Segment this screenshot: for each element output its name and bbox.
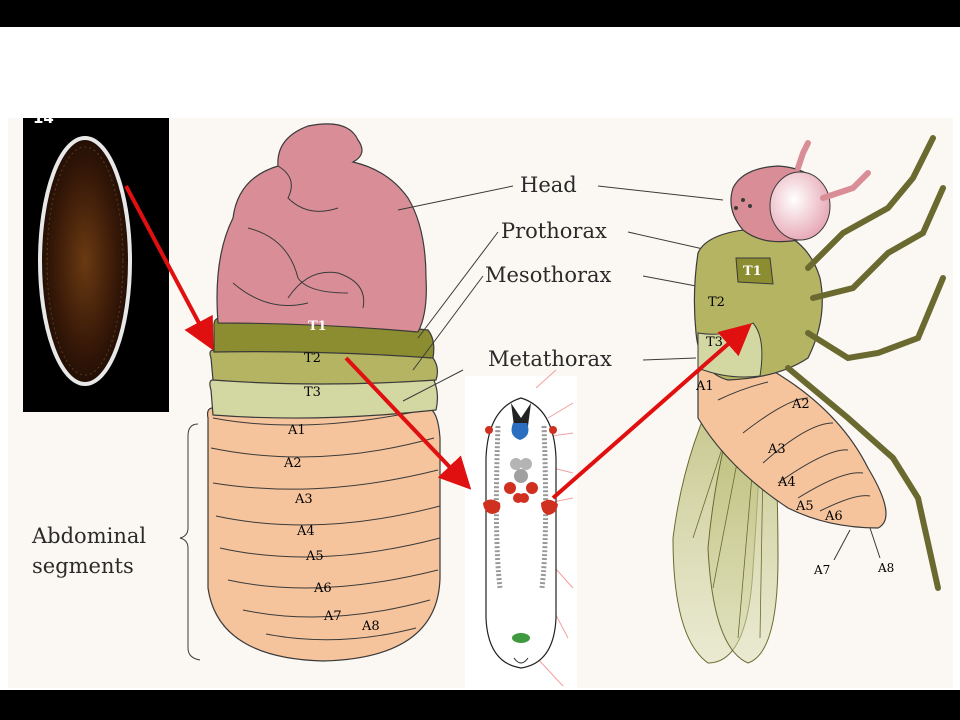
fly-label-a3: A3	[767, 442, 786, 457]
arrow-larva-to-disc	[344, 356, 472, 490]
arrow-disc-to-fly	[551, 323, 753, 500]
left-trachea	[493, 425, 503, 589]
fly-label-a7: A7	[813, 563, 830, 577]
larva-label-t2: T2	[304, 351, 321, 366]
fly-label-t2: T2	[708, 295, 725, 310]
head-lobe-lines	[232, 165, 365, 309]
abdominal-brace	[179, 423, 201, 661]
fly-a7-a8-leaders	[833, 527, 881, 561]
mesothorax-label: Mesothorax	[485, 263, 612, 287]
right-wing-disc	[541, 499, 558, 515]
larva-label-t3: T3	[304, 385, 321, 400]
larva-drawing: T1 T2 T3 A1 A2 A3 A4 A5 A6 A7 A8	[206, 123, 441, 662]
imaginal-disc-diagram	[465, 369, 577, 688]
leg-disc	[504, 482, 516, 494]
arrow-egg-to-larva	[124, 185, 214, 351]
leg-disc	[526, 482, 538, 494]
fly-label-t3: T3	[706, 335, 723, 350]
fly-antenna	[795, 140, 811, 171]
left-wing-disc	[483, 499, 501, 514]
prothorax-label: Prothorax	[501, 219, 607, 243]
fly-antenna	[820, 170, 871, 201]
bottom-black-bar	[0, 690, 960, 720]
larva-label-a2: A2	[283, 456, 302, 471]
genital-disc	[512, 633, 530, 643]
metathorax-label: Metathorax	[488, 347, 612, 371]
fly-label-t1: T1	[743, 264, 762, 279]
fly-label-a4: A4	[777, 475, 796, 490]
photo-number-label: 14	[33, 118, 54, 127]
larva-label-a4: A4	[296, 524, 315, 539]
right-trachea	[539, 425, 549, 589]
larva-outline	[485, 397, 557, 669]
fly-label-a1: A1	[695, 379, 714, 394]
leg-disc	[519, 493, 529, 503]
larva-label-a1: A1	[287, 423, 306, 438]
larva-head	[216, 123, 427, 333]
fly-label-a6: A6	[824, 509, 843, 524]
top-black-bar	[0, 0, 960, 27]
fly-t1-region	[735, 257, 774, 285]
eye-antennal-disc	[511, 423, 529, 440]
adult-fly: T1 T2 T3 A1 A2 A3 A4 A5 A6 A7 A8	[672, 135, 946, 664]
abdominal-label-line1: Abdominal	[31, 524, 146, 548]
larva-label-t1: T1	[308, 319, 327, 334]
larva-label-a5: A5	[305, 549, 324, 564]
fly-label-a2: A2	[791, 397, 810, 412]
abdominal-creases	[210, 407, 441, 641]
figure-panel: 14 T1 T2	[8, 118, 953, 688]
fly-eye	[769, 171, 831, 241]
egg-photo: 14	[23, 118, 169, 412]
egg-embryo	[38, 136, 132, 386]
segmentation-diagram: 14 T1 T2	[23, 118, 946, 688]
head-label: Head	[520, 173, 577, 197]
fly-legs	[785, 135, 946, 591]
abdominal-label-line2: segments	[32, 554, 134, 578]
fly-label-a8: A8	[877, 561, 894, 575]
fly-abdomen-creases	[717, 381, 871, 512]
fly-label-a5: A5	[795, 499, 814, 514]
larva-label-a6: A6	[313, 581, 332, 596]
larva-label-a8: A8	[361, 619, 380, 634]
larva-label-a7: A7	[323, 609, 342, 624]
larva-label-a3: A3	[294, 492, 313, 507]
larva-leader-lines	[397, 185, 514, 402]
